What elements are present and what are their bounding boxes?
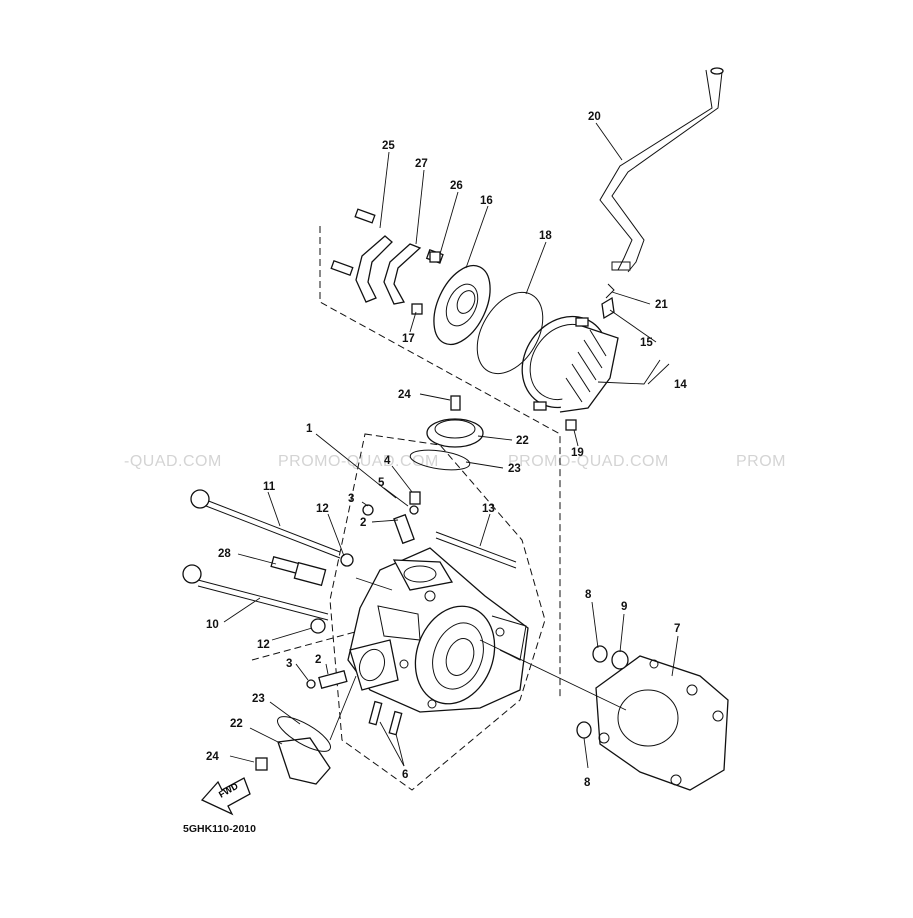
callout-11: 11: [263, 481, 276, 493]
callout-21: 21: [655, 299, 668, 311]
head-assembly-outline: [329, 433, 546, 791]
watermark-text-3: PROMO-QUAD.COM: [508, 453, 669, 470]
callout-10: 10: [206, 619, 219, 631]
callout-5: 5: [378, 477, 385, 489]
spark-plug: [270, 556, 327, 587]
o-ring: [476, 291, 544, 375]
lower-group-outline: [251, 631, 356, 661]
callout-14: 14: [674, 379, 687, 391]
callout-labels: 25 27 26 16 18 17 20 21 15 14 19 24 22 2…: [206, 111, 687, 789]
fwd-arrow: FWD: [200, 777, 251, 816]
diagram-code: 5GHK110-2010: [183, 823, 256, 835]
callout-3-top: 3: [348, 493, 354, 505]
small-parts: [306, 491, 421, 689]
watermark-text-1: -QUAD.COM: [124, 453, 222, 470]
callout-27: 27: [415, 158, 428, 170]
watermark: -QUAD.COM PROMO-QUAD.COM PROMO-QUAD.COM …: [124, 453, 786, 470]
leader-lines: [223, 122, 679, 769]
callout-2-bottom: 2: [315, 654, 321, 666]
callout-22-bottom: 22: [230, 718, 243, 730]
bolts: [182, 489, 517, 621]
assembly-outlines: [251, 226, 561, 791]
studs: [368, 700, 403, 736]
callout-8-bottom: 8: [584, 777, 591, 789]
watermark-text-2: PROMO-QUAD.COM: [278, 453, 439, 470]
callout-9: 9: [621, 601, 627, 613]
brackets: [330, 208, 444, 315]
cylinder-head: [347, 547, 529, 713]
tappet-covers: [255, 395, 484, 785]
callout-12-top: 12: [316, 503, 329, 515]
callout-23-top: 23: [508, 463, 521, 475]
callout-28: 28: [218, 548, 231, 560]
callout-12-bottom: 12: [257, 639, 270, 651]
callout-20: 20: [588, 111, 601, 123]
callout-3-bottom: 3: [286, 658, 292, 670]
callout-7: 7: [674, 623, 680, 635]
head-cover: [521, 283, 619, 413]
callout-13: 13: [482, 503, 495, 515]
cylinder-gasket: [576, 645, 729, 791]
callout-23-bottom: 23: [252, 693, 265, 705]
callout-25: 25: [382, 140, 395, 152]
breather-pipe: [599, 67, 724, 273]
callout-22-top: 22: [516, 435, 529, 447]
callout-24-top: 24: [398, 389, 411, 401]
callout-6: 6: [402, 769, 408, 781]
callout-24-bottom: 24: [206, 751, 219, 763]
callout-17: 17: [402, 333, 415, 345]
watermark-text-4: PROM: [736, 453, 786, 470]
cover-plate: [433, 264, 491, 346]
callout-15: 15: [640, 337, 653, 349]
callout-8-top: 8: [585, 589, 592, 601]
upper-assembly-outline: [319, 226, 561, 700]
callout-26: 26: [450, 180, 463, 192]
screws: [429, 251, 577, 431]
callout-16: 16: [480, 195, 493, 207]
callout-19: 19: [571, 447, 584, 459]
callout-4: 4: [384, 455, 391, 467]
callout-18: 18: [539, 230, 552, 242]
callout-1: 1: [306, 423, 313, 435]
callout-2-top: 2: [360, 517, 366, 529]
